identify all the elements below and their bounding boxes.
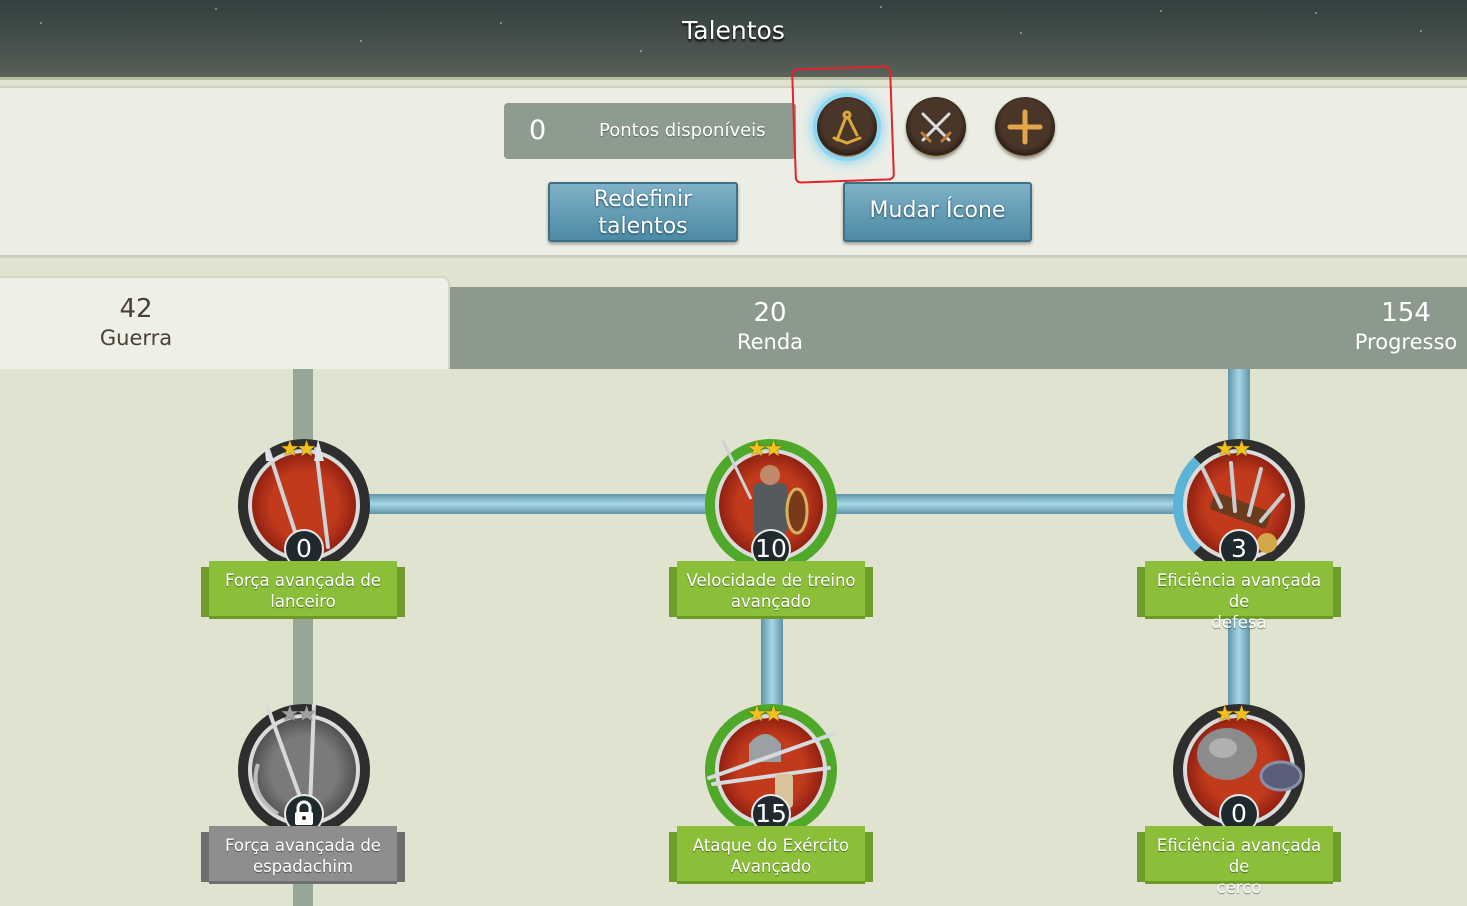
- reset-talents-line1: Redefinir: [593, 187, 693, 212]
- add-talent-set-button[interactable]: [995, 97, 1055, 157]
- tab-progresso-label: Progresso: [1354, 330, 1458, 354]
- talent-label-banner: Força avançada de lanceiro: [201, 561, 405, 621]
- compass-icon: [832, 110, 862, 145]
- tab-renda-count: 20: [753, 298, 787, 328]
- talent-stars: ★★: [280, 702, 316, 727]
- crossed-swords-icon: [920, 112, 952, 143]
- talent-node-defense[interactable]: ★★ 3: [1173, 437, 1305, 571]
- connector-line: [1228, 369, 1250, 449]
- talent-stars: ★★: [1215, 702, 1251, 727]
- available-points-box: 0 Pontos disponíveis: [504, 103, 796, 159]
- connector-line: [293, 369, 313, 449]
- connector-line: [761, 615, 783, 715]
- reset-talents-button[interactable]: Redefinir talentos: [548, 182, 738, 242]
- talent-label-banner: Força avançada de espadachim: [201, 826, 405, 886]
- soldier-icon: [721, 440, 809, 535]
- talent-label-banner: Velocidade de treino avançado: [669, 561, 873, 621]
- talent-stars: ★★: [1215, 437, 1251, 462]
- talent-node-spearman[interactable]: ★★ 0: [238, 437, 370, 571]
- talent-name-line1: Eficiência avançada de: [1156, 836, 1322, 876]
- talent-stars: ★★: [280, 437, 316, 462]
- connector-line: [366, 494, 710, 514]
- talent-name-line2: Avançado: [730, 857, 812, 876]
- tab-progresso-count: 154: [1381, 298, 1431, 328]
- talent-node-army-attack[interactable]: ★★ 15: [705, 702, 837, 836]
- catapult-stone-icon: [1197, 728, 1303, 792]
- talent-node-swordsman[interactable]: ★★: [238, 702, 370, 836]
- tab-renda[interactable]: 20 Renda: [670, 298, 870, 354]
- connector-line: [293, 615, 313, 715]
- talent-label-banner: Eficiência avançada de defesa: [1137, 561, 1341, 632]
- connector-line: [834, 494, 1178, 514]
- plus-icon: [1007, 109, 1043, 145]
- talent-name-line2: lanceiro: [270, 592, 336, 611]
- talent-name-line2: espadachim: [252, 857, 354, 876]
- talent-stars: ★★: [747, 702, 783, 727]
- talent-name-line2: avançado: [730, 592, 812, 611]
- page-title: Talentos: [682, 16, 785, 45]
- tab-progresso[interactable]: 154 Progresso: [1336, 298, 1467, 354]
- talent-label-banner: Eficiência avançada de cerco: [1137, 826, 1341, 897]
- tab-guerra-count: 42: [119, 294, 153, 324]
- talent-name-line1: Força avançada de: [225, 836, 381, 855]
- reset-talents-line2: talentos: [598, 214, 688, 239]
- swords-icon: [253, 704, 316, 816]
- talent-node-training-speed[interactable]: ★★ 10: [705, 437, 837, 571]
- talent-name-line1: Eficiência avançada de: [1156, 571, 1322, 611]
- talent-name-line1: Velocidade de treino: [686, 571, 856, 590]
- title-bar: Talentos: [0, 0, 1467, 80]
- talent-stars: ★★: [747, 437, 783, 462]
- talent-set-1-button[interactable]: [817, 97, 877, 157]
- talent-name-line1: Força avançada de: [225, 571, 381, 590]
- tab-guerra[interactable]: 42 Guerra: [0, 276, 450, 369]
- tab-guerra-label: Guerra: [99, 326, 173, 350]
- tab-bar: [450, 287, 1467, 369]
- lock-icon: [295, 800, 313, 825]
- talent-name-line2: defesa: [1211, 613, 1267, 632]
- available-points-label: Pontos disponíveis: [599, 120, 766, 141]
- talent-name-line1: Ataque do Exército: [692, 836, 850, 855]
- change-icon-button[interactable]: Mudar Ícone: [843, 182, 1032, 242]
- talent-node-siege[interactable]: ★★ 0: [1173, 702, 1305, 836]
- connector-line: [1228, 615, 1250, 715]
- tab-renda-label: Renda: [736, 330, 804, 354]
- talent-set-2-button[interactable]: [906, 97, 966, 157]
- talent-name-line2: cerco: [1216, 878, 1262, 897]
- spikes-icon: [1201, 461, 1285, 553]
- connector-line: [293, 880, 313, 906]
- talent-label-banner: Ataque do Exército Avançado: [669, 826, 873, 886]
- available-points-value: 0: [529, 115, 547, 146]
